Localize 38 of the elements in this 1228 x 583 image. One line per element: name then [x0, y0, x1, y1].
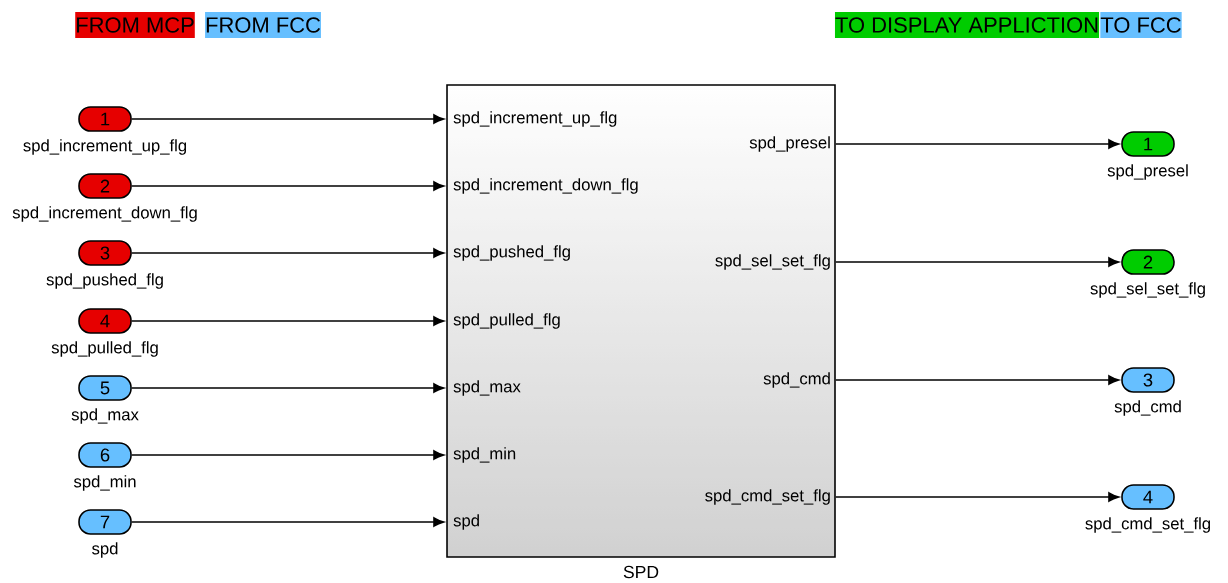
arrow	[835, 375, 1120, 385]
arrow	[131, 114, 445, 124]
arrow	[131, 316, 445, 326]
port-label: spd_increment_up_flg	[453, 111, 617, 127]
port-name: spd_cmd_set_flg	[1085, 517, 1210, 533]
port-name: spd	[92, 542, 118, 558]
port-label: spd_presel	[749, 136, 830, 152]
arrow	[835, 139, 1120, 149]
port-name: spd_min	[73, 475, 136, 491]
port-name: spd_cmd	[1114, 400, 1181, 416]
arrow	[835, 492, 1120, 502]
legend-tag: FROM FCC	[205, 12, 321, 38]
arrow	[835, 257, 1120, 267]
legend-tag: TO DISPLAY APPLICTION	[834, 12, 1100, 38]
port-name: spd_pulled_flg	[51, 341, 158, 357]
arrow	[131, 248, 445, 258]
arrow	[131, 517, 445, 527]
port-label: spd_cmd	[763, 372, 830, 388]
arrow	[131, 450, 445, 460]
port-name: spd_sel_set_flg	[1090, 282, 1205, 298]
port-name: spd_pushed_flg	[46, 273, 163, 289]
port-label: spd	[453, 514, 479, 530]
port-label: spd_max	[453, 380, 521, 396]
port-label: spd_pulled_flg	[453, 313, 560, 329]
port-label: spd_pushed_flg	[453, 245, 570, 261]
port-label: spd_min	[453, 447, 516, 463]
port-label: spd_increment_down_flg	[453, 178, 638, 194]
port-name: spd_presel	[1107, 164, 1188, 180]
port-name: spd_increment_down_flg	[12, 206, 197, 222]
port-name: spd_max	[71, 408, 139, 424]
legend-tag: TO FCC	[1100, 12, 1182, 38]
legend-tag: FROM MCP	[75, 12, 195, 38]
arrow	[131, 181, 445, 191]
port-label: spd_cmd_set_flg	[705, 489, 830, 505]
arrow	[131, 383, 445, 393]
port-name: spd_increment_up_flg	[23, 139, 187, 155]
block-name: SPD	[623, 565, 659, 579]
port-label: spd_sel_set_flg	[715, 254, 830, 270]
